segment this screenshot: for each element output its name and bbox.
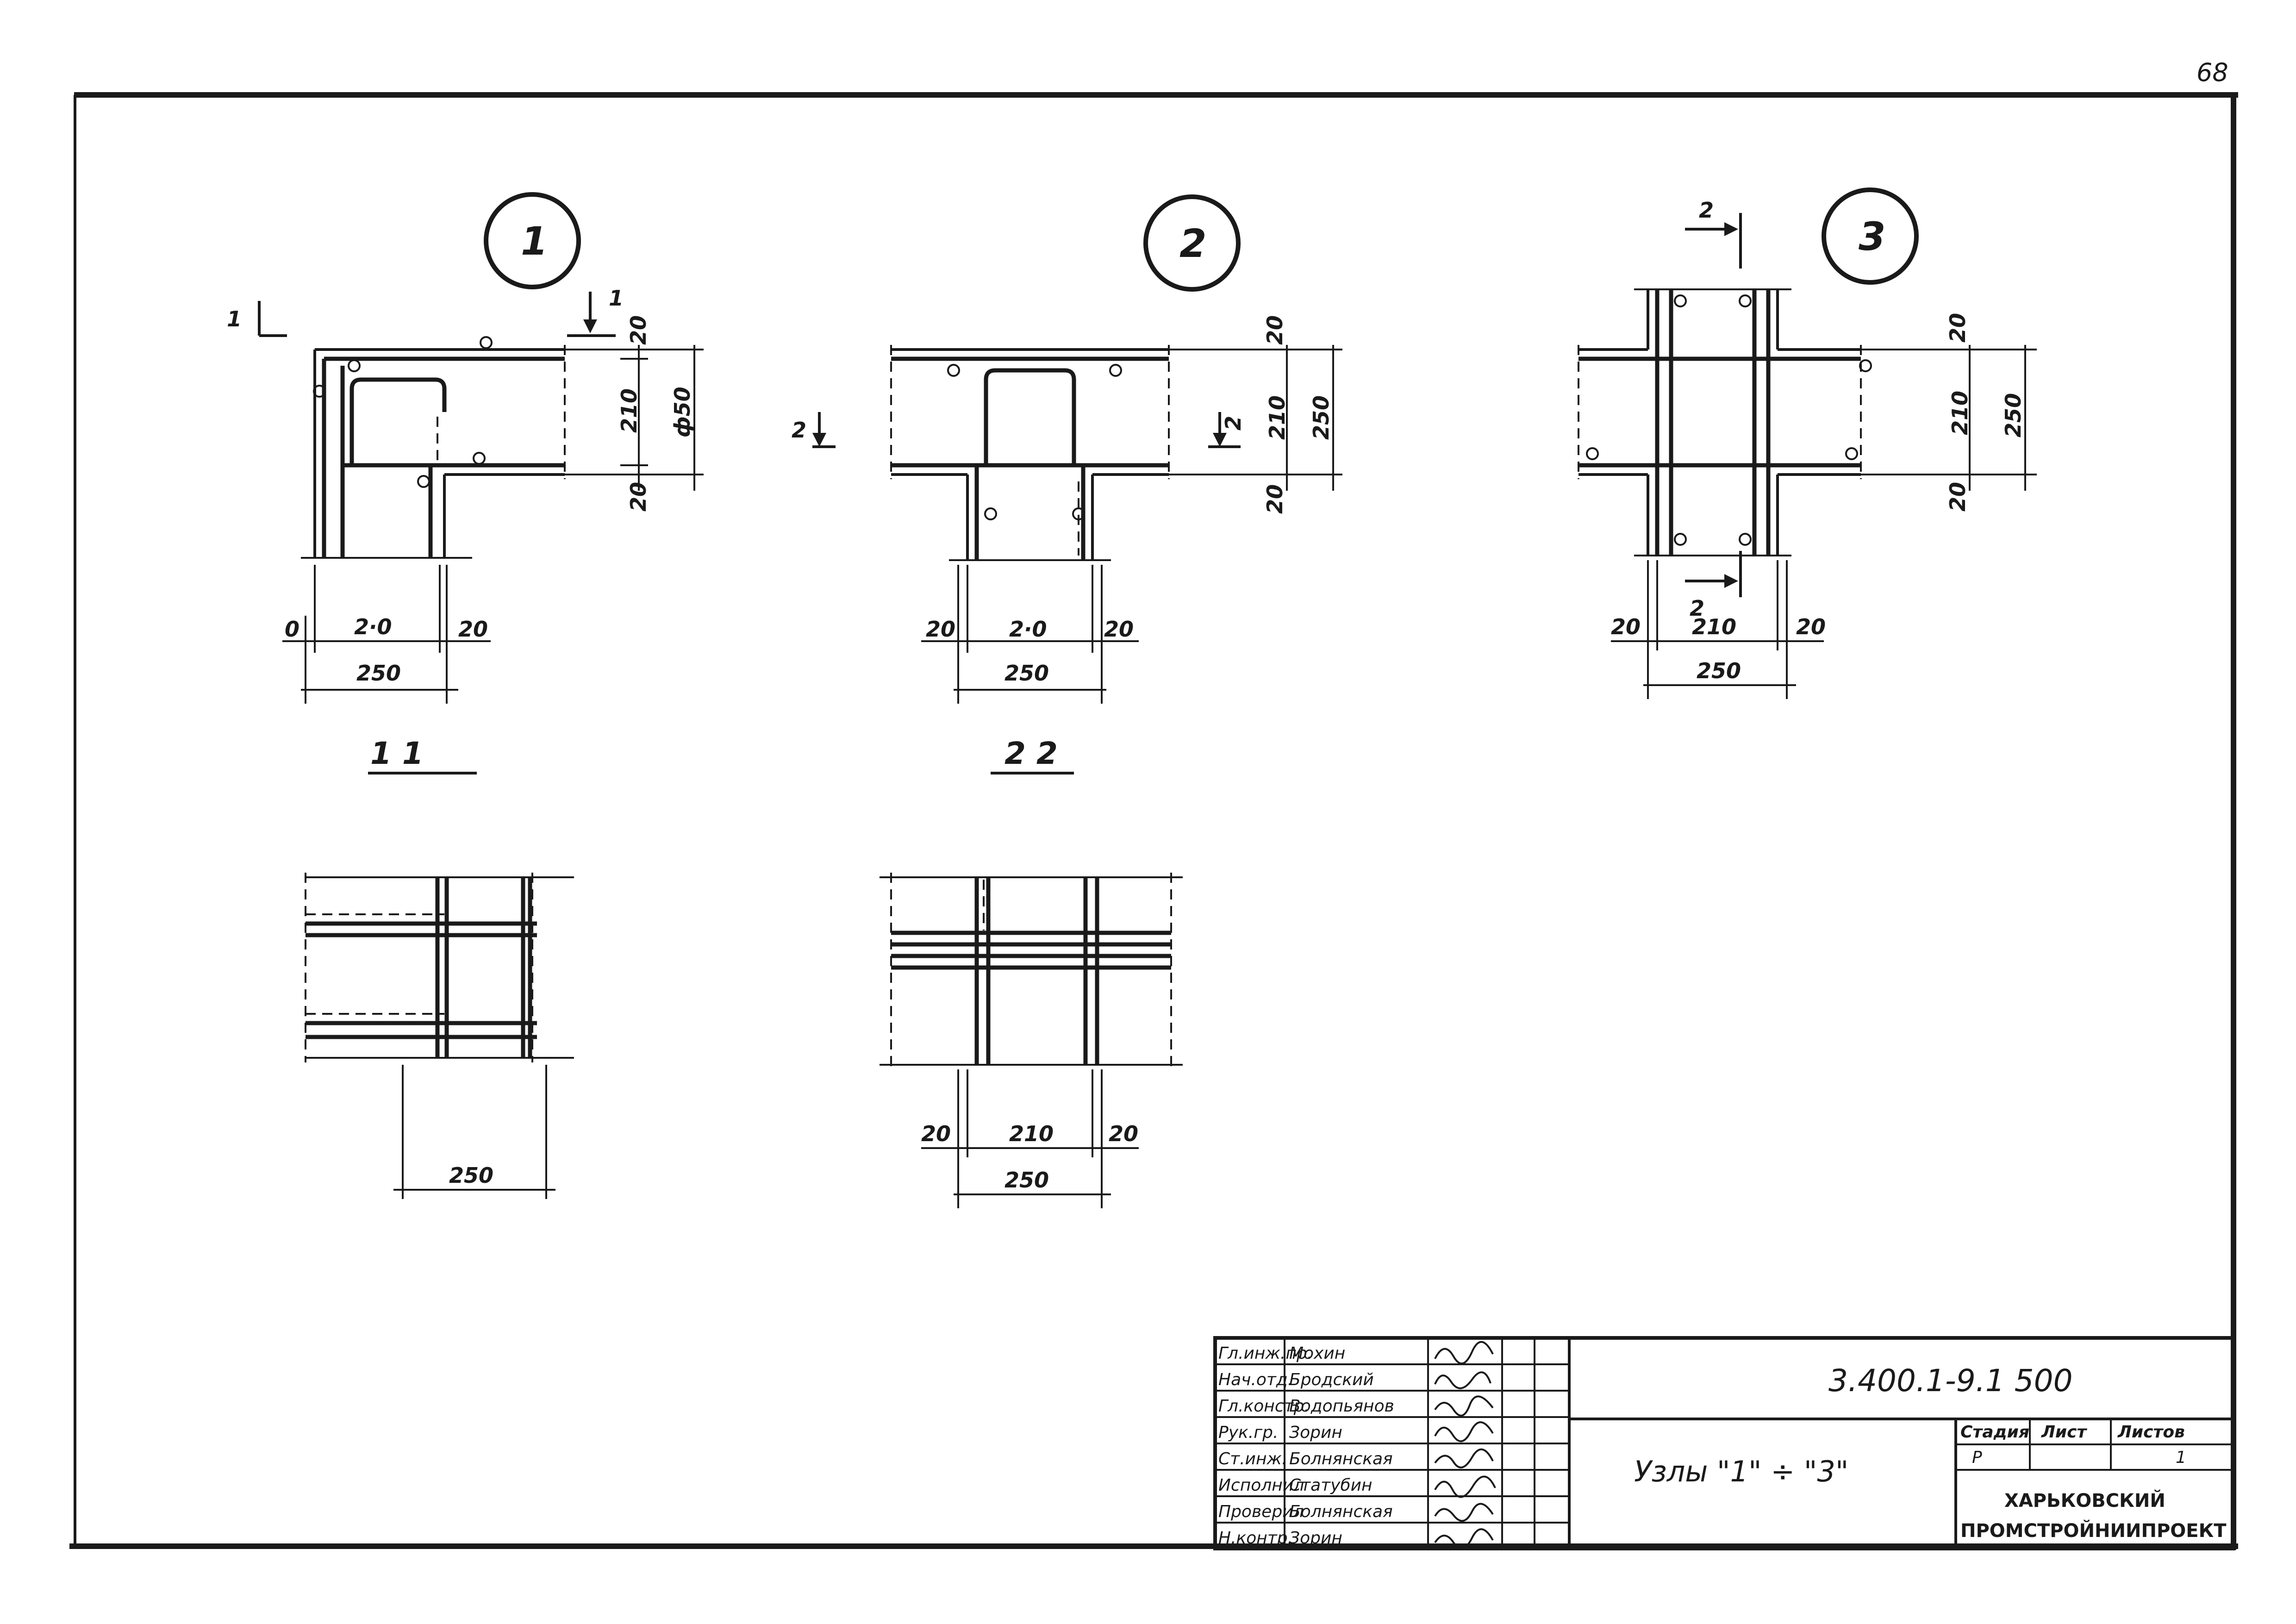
handwritten-signatures: [1434, 1341, 1496, 1549]
node-2-dim-bottom-right: 20: [1104, 617, 1134, 642]
node-1-dim-bottom-mid: 2·0: [354, 614, 392, 639]
section-1-1: 1 1 250: [305, 736, 574, 1199]
section-2-2-dim-total: 250: [1004, 1168, 1049, 1193]
node-3-dim-bottom-total: 250: [1697, 658, 1741, 683]
node-2-drawing: 2 2 2 20 210: [792, 194, 1342, 704]
node-3-dim-bottom-mid: 210: [1692, 614, 1736, 639]
node-3-dim-side-bottom: 20: [1945, 482, 1970, 512]
node-3-dim-side-mid: 210: [1947, 391, 1972, 435]
node-1-dim-side-mid: 210: [617, 388, 642, 433]
node-1-dim-bottom-right: 20: [458, 617, 488, 642]
sig-role-4: Рук.гр.: [1218, 1423, 1278, 1442]
node-1-drawing: 1 1 1 20: [227, 192, 704, 704]
node-2-number: 2: [1179, 221, 1206, 266]
organization-line-1: ХАРЬКОВСКИЙ: [2004, 1489, 2165, 1512]
node-1-dim-side-total: ф50: [670, 387, 695, 437]
node-2-cut-label-2: 2: [1221, 416, 1246, 431]
sig-role-8: Н.контр.: [1218, 1529, 1293, 1548]
node-2-dim-side-total: 250: [1309, 395, 1334, 440]
node-3-dim-side-total: 250: [2001, 393, 2026, 437]
section-2-2-dim-mid: 210: [1009, 1121, 1054, 1146]
node-3-dim-bottom-right: 20: [1796, 614, 1826, 639]
node-3-dim-side-top: 20: [1945, 313, 1970, 343]
stage-value: Р: [1972, 1448, 1982, 1467]
sheets-value: 1: [2176, 1448, 2186, 1467]
sig-name-1: Мохин: [1289, 1344, 1345, 1363]
node-2-cut-label-1: 2: [792, 418, 806, 443]
section-2-2-dim-left: 20: [921, 1121, 951, 1146]
sig-role-5: Ст.инж.: [1218, 1449, 1287, 1468]
sheets-header: Листов: [2117, 1423, 2185, 1442]
designation: 3.400.1-9.1 500: [1828, 1363, 2073, 1399]
node-1-dim-side-bottom: 20: [626, 482, 651, 512]
node-1-cut-label-2: 1: [609, 286, 624, 311]
section-2-2-title: 2 2: [1004, 736, 1058, 771]
sig-name-3: Водопьянов: [1289, 1397, 1394, 1416]
node-3-cut-label-2: 2: [1690, 596, 1704, 621]
node-1-dim-bottom-left: 0: [285, 617, 299, 642]
node-2-dim-bottom-left: 20: [926, 617, 955, 642]
sig-role-7: Проверил: [1218, 1502, 1304, 1521]
sig-name-8: Зорин: [1289, 1529, 1342, 1548]
node-3-drawing: 3 2 2: [1578, 187, 2037, 699]
sig-name-4: Зорин: [1289, 1423, 1342, 1442]
section-2-2-dim-right: 20: [1109, 1121, 1138, 1146]
section-1-1-dim: 250: [449, 1163, 493, 1188]
sig-name-2: Бродский: [1289, 1370, 1374, 1389]
sig-name-7: Болнянская: [1289, 1502, 1393, 1521]
node-3-dim-bottom-left: 20: [1611, 614, 1641, 639]
node-2-dim-side-bottom: 20: [1262, 484, 1287, 514]
section-2-2: 2 2 20 210 20 250: [880, 736, 1183, 1208]
title-block: 3.400.1-9.1 500 Узлы "1" ÷ "3" Стадия Ли…: [1213, 1336, 2235, 1550]
section-1-1-title: 1 1: [370, 736, 424, 771]
sig-role-3: Гл.констр.: [1218, 1397, 1310, 1416]
sig-role-6: Исполнил: [1218, 1476, 1304, 1495]
node-3-bubble: [1822, 187, 1919, 285]
node-2-dim-bottom-total: 250: [1004, 661, 1049, 686]
node-1-number: 1: [521, 219, 548, 264]
sheet-header: Лист: [2041, 1423, 2087, 1442]
page-number: 68: [2196, 58, 2228, 87]
sig-name-6: Статубин: [1289, 1476, 1373, 1495]
stage-header: Стадия: [1960, 1423, 2029, 1442]
sig-role-1: Гл.инж.пр.: [1218, 1344, 1312, 1363]
node-1-cut-label-1: 1: [227, 306, 242, 331]
node-1-dim-side-top: 20: [626, 315, 651, 345]
node-2-dim-side-top: 20: [1262, 315, 1287, 345]
node-1-bubble: [484, 192, 581, 289]
sig-role-2: Нач.отд.: [1218, 1370, 1293, 1389]
organization-line-2: ПРОМСТРОЙНИИПРОЕКТ: [1960, 1519, 2227, 1542]
node-2-bubble: [1143, 194, 1241, 292]
node-2-dim-side-mid: 210: [1265, 395, 1290, 440]
drawing-title: Узлы "1" ÷ "3": [1634, 1455, 1848, 1488]
sheet-frame: [69, 92, 2238, 1550]
node-1-dim-bottom-total: 250: [356, 661, 401, 686]
sig-name-5: Болнянская: [1289, 1449, 1393, 1468]
node-3-number: 3: [1859, 214, 1885, 259]
node-3-cut-label-1: 2: [1699, 198, 1714, 223]
node-2-dim-bottom-mid: 2·0: [1009, 617, 1047, 642]
